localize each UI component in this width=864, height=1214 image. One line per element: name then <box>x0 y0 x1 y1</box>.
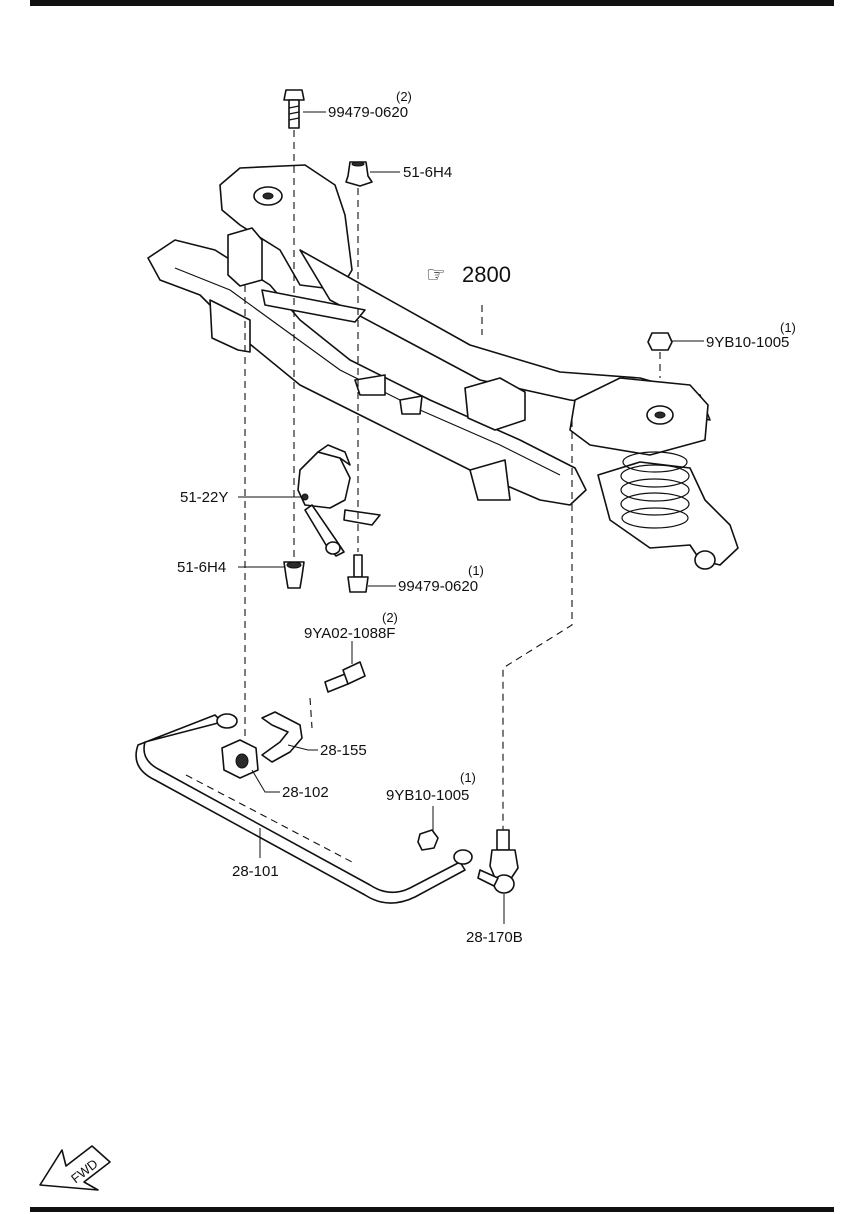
assembly-lines <box>185 130 661 863</box>
nut-link-qty: (1) <box>460 770 476 785</box>
sensor-label: 51-22Y <box>180 489 228 506</box>
link-label: 28-170B <box>466 929 523 946</box>
bolt-lower <box>347 554 369 593</box>
bolt-top-qty: (2) <box>396 89 412 104</box>
coil-spring <box>620 451 690 529</box>
forward-arrow-icon: FWD <box>39 1145 111 1191</box>
reference-symbol: ☞ <box>426 262 446 287</box>
stabilizer-bar <box>135 713 473 904</box>
top-border <box>30 0 834 6</box>
reference-callout: ☞ 2800 <box>426 262 511 287</box>
reference-number: 2800 <box>462 262 511 287</box>
stab-bushing-label: 28-102 <box>282 784 329 801</box>
bolt-top-label: 99479-0620 <box>328 104 408 121</box>
stabilizer-bracket <box>261 711 303 763</box>
bushing-lower-label: 51-6H4 <box>177 559 226 576</box>
bushing-top <box>345 161 373 187</box>
nut-right-qty: (1) <box>780 320 796 335</box>
bracket-bolt-label: 9YA02-1088F <box>304 625 395 642</box>
rear-crossmember <box>147 164 739 570</box>
height-sensor <box>297 444 381 557</box>
bracket-label: 28-155 <box>320 742 367 759</box>
stabilizer-bushing <box>221 739 259 779</box>
bracket-bolt-qty: (2) <box>382 610 398 625</box>
bolt-bracket <box>324 661 366 693</box>
bottom-border <box>30 1207 834 1212</box>
leader-lines <box>238 111 704 924</box>
stabilizer-label: 28-101 <box>232 863 279 880</box>
nut-link-label: 9YB10-1005 <box>386 787 469 804</box>
bolt-lower-label: 99479-0620 <box>398 578 478 595</box>
nut-right-label: 9YB10-1005 <box>706 334 789 351</box>
stabilizer-link <box>477 829 519 894</box>
bolt-top <box>283 89 305 129</box>
bushing-top-label: 51-6H4 <box>403 164 452 181</box>
bushing-lower <box>283 561 305 589</box>
nut-link <box>417 829 439 851</box>
nut-right <box>647 332 673 351</box>
bolt-lower-qty: (1) <box>468 563 484 578</box>
